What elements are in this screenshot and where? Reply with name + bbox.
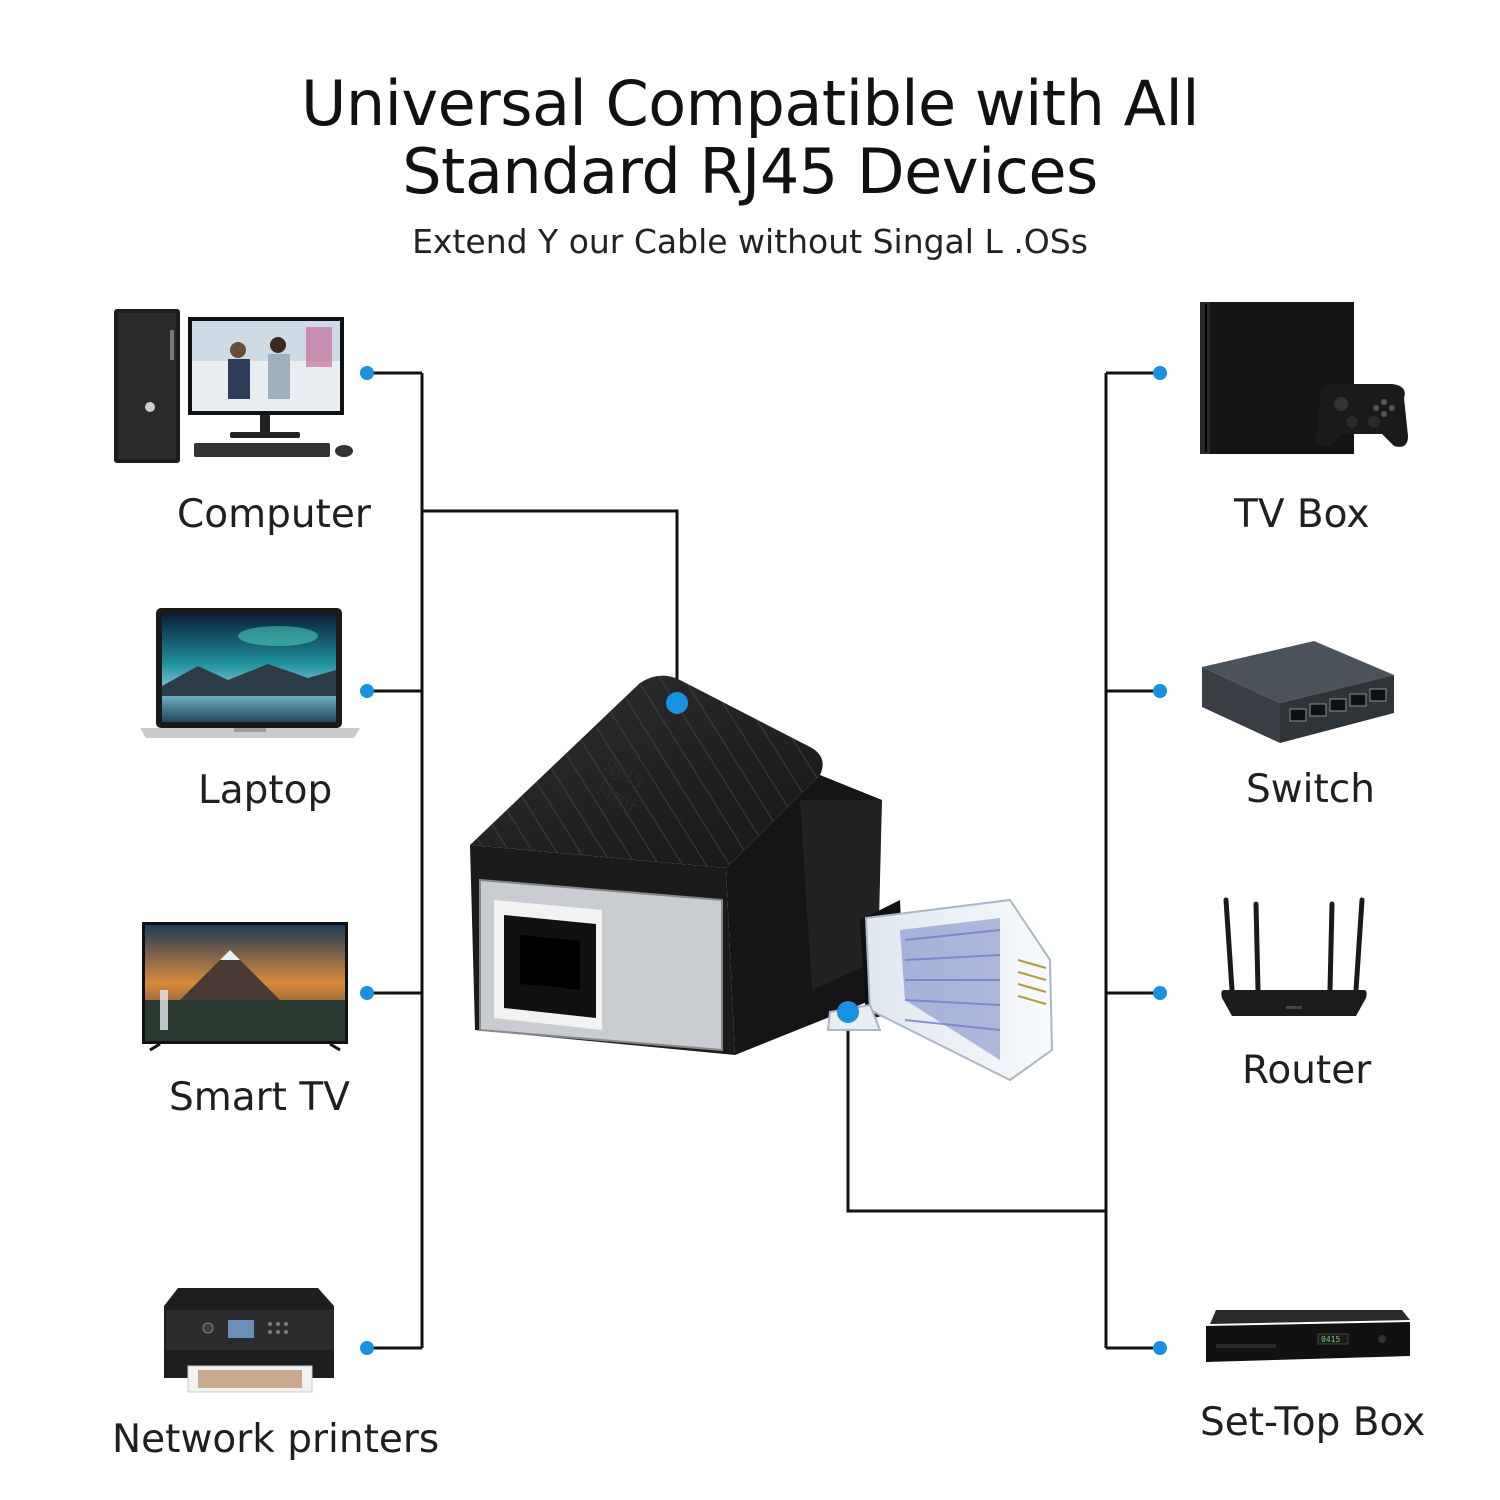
device-label-set-top-box: Set-Top Box [1200, 1400, 1426, 1445]
game-console-icon [1200, 302, 1408, 454]
connector-dot [360, 1341, 374, 1355]
adapter-male-dot [837, 1001, 859, 1023]
connector-dot [360, 366, 374, 380]
device-label-tv-box: TV Box [1234, 492, 1370, 537]
connector-dot [360, 684, 374, 698]
page-subtitle: Extend Y our Cable without Singal L .OSs [412, 222, 1088, 261]
set-top-box-icon: 0415 [1206, 1310, 1410, 1362]
device-label-laptop: Laptop [198, 768, 333, 813]
device-label-computer: Computer [177, 492, 371, 537]
device-label-smart-tv: Smart TV [169, 1075, 350, 1120]
svg-text:0415: 0415 [1321, 1335, 1340, 1344]
laptop-icon [140, 608, 360, 738]
connector-dot [360, 986, 374, 1000]
device-label-network-printers: Network printers [112, 1417, 440, 1462]
printer-icon [164, 1288, 334, 1393]
desktop-computer-icon [114, 309, 353, 463]
page-title-line-1: Universal Compatible with All [300, 67, 1200, 140]
connector-dot [1153, 366, 1167, 380]
device-label-switch: Switch [1246, 767, 1375, 812]
adapter-female-dot [666, 692, 688, 714]
device-label-router: Router [1242, 1048, 1372, 1093]
smart-tv-icon [142, 922, 348, 1052]
rj45-right-angle-adapter-icon: RJ45 MtoF [470, 675, 1054, 1082]
page-title-line-2: Standard RJ45 Devices [402, 135, 1098, 208]
wifi-router-icon [1221, 897, 1367, 1016]
connector-dot [1153, 684, 1167, 698]
connector-dot [1153, 1341, 1167, 1355]
network-switch-icon [1202, 641, 1394, 743]
connector-dot [1153, 986, 1167, 1000]
